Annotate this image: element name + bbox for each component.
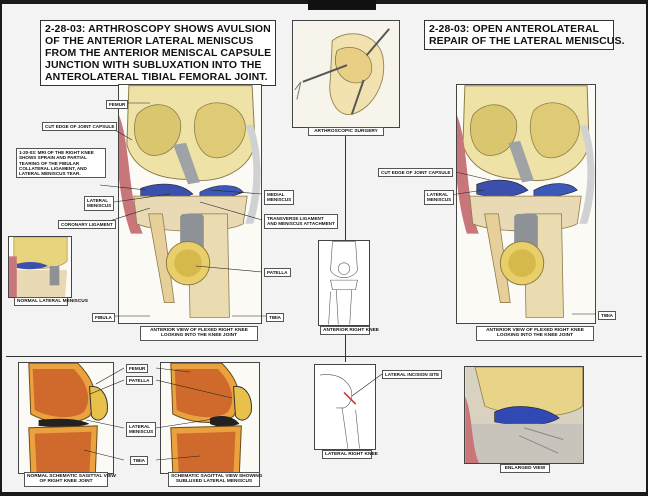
- label-text: LATERAL: [427, 192, 449, 197]
- mri-note-box: 1-20-03: MRI OF THE RIGHT KNEE SHOWS SPR…: [16, 148, 106, 179]
- enlarged-view-illustration: [464, 366, 584, 464]
- caption-text: ENLARGED VIEW: [504, 466, 546, 471]
- caption-text: ANTERIOR VIEW OF FLEXED RIGHT KNEE: [150, 328, 248, 333]
- left-title-line: ANTEROLATERAL TIBIAL FEMORAL JOINT.: [45, 71, 268, 83]
- label-text: PATELLA: [267, 270, 288, 275]
- label-text: PATELLA: [129, 378, 150, 383]
- caption-text: NORMAL SCHEMATIC SAGITTAL VIEW: [27, 474, 116, 479]
- right-anterior-view-caption: ANTERIOR VIEW OF FLEXED RIGHT KNEE LOOKI…: [476, 326, 594, 341]
- label-text: LATERAL: [129, 424, 151, 429]
- label-text: TRANSVERSE LIGAMENT: [267, 216, 324, 221]
- anterior-right-knee-sketch: [318, 240, 370, 326]
- horizontal-connector-line: [6, 356, 642, 357]
- label-text: 1-20-03: MRI OF THE RIGHT KNEE: [19, 150, 94, 155]
- lateral-meniscus-sagittal-label: LATERAL MENISCUS: [126, 422, 157, 437]
- label-text: TEARING OF THE FIBULAR: [19, 160, 80, 166]
- tibia-label-left: TIBIA: [266, 313, 284, 323]
- label-text: LATERAL INCISION SITE: [385, 372, 440, 377]
- patella-sagittal-label: PATELLA: [126, 376, 153, 386]
- center-connector-line: [345, 330, 346, 362]
- normal-lateral-meniscus-caption: NORMAL LATERAL MENISCUS: [14, 297, 88, 307]
- left-title-line: OF THE ANTERIOR LATERAL MENISCUS: [45, 35, 254, 47]
- lateral-incision-site-label: LATERAL INCISION SITE: [382, 370, 443, 380]
- enlarged-view-caption: ENLARGED VIEW: [500, 464, 550, 474]
- label-text: TIBIA: [269, 315, 281, 320]
- label-text: CORONARY LIGAMENT: [61, 222, 113, 227]
- lateral-meniscus-label: LATERAL MENISCUS: [84, 196, 115, 211]
- left-title-box: 2-28-03: ARTHROSCOPY SHOWS AVULSION OF T…: [40, 20, 276, 86]
- center-connector-line: [345, 132, 346, 240]
- subluxed-sagittal-caption: SCHEMATIC SAGITTAL VIEW SHOWING SUBLUXED…: [168, 472, 263, 487]
- arthroscopic-surgery-illustration: [292, 20, 400, 128]
- right-title-line: REPAIR OF THE LATERAL MENISCUS.: [429, 35, 625, 47]
- label-text: AND MENISCUS ATTACHMENT: [267, 221, 335, 227]
- cut-edge-capsule-right-label: CUT EDGE OF JOINT CAPSULE: [378, 168, 454, 178]
- caption-text: ANTERIOR RIGHT KNEE: [323, 328, 379, 333]
- label-text: MENISCUS: [427, 197, 452, 203]
- left-title-line: JUNCTION WITH SUBLUXATION INTO THE: [45, 59, 262, 71]
- fibula-label: FIBULA: [92, 313, 115, 323]
- label-text: MENISCUS: [129, 429, 154, 435]
- femur-label: FEMUR: [106, 100, 129, 110]
- left-knee-anterior-illustration: [118, 84, 262, 324]
- hanger-tab: [308, 0, 376, 10]
- caption-text: ARTHROSCOPIC SURGERY: [314, 129, 378, 134]
- normal-sagittal-illustration: [18, 362, 114, 474]
- caption-text: LOOKING INTO THE KNEE JOINT: [496, 333, 574, 339]
- femur-sagittal-label: FEMUR: [126, 364, 149, 374]
- caption-text: LATERAL RIGHT KNEE: [325, 452, 378, 457]
- anterior-right-knee-caption: ANTERIOR RIGHT KNEE: [320, 326, 379, 336]
- lateral-right-knee-caption: LATERAL RIGHT KNEE: [322, 450, 378, 460]
- caption-text: LOOKING INTO THE KNEE JOINT: [160, 333, 238, 339]
- label-text: TIBIA: [601, 313, 613, 318]
- left-title-line: 2-28-03: ARTHROSCOPY SHOWS AVULSION: [45, 23, 271, 35]
- label-text: MEDIAL: [267, 192, 285, 197]
- right-knee-anterior-illustration: [456, 84, 596, 324]
- caption-text: SUBLUXED LATERAL MENISCUS: [175, 479, 253, 485]
- caption-text: ANTERIOR VIEW OF FLEXED RIGHT KNEE: [486, 328, 584, 333]
- left-title-line: FROM THE ANTERIOR MENISCAL CAPSULE: [45, 47, 272, 59]
- transverse-ligament-label: TRANSVERSE LIGAMENT AND MENISCUS ATTACHM…: [264, 214, 338, 229]
- label-text: MENISCUS: [267, 197, 292, 203]
- label-text: COLLATERAL LIGAMENT, AND: [19, 165, 87, 171]
- tibia-label-right: TIBIA: [598, 311, 616, 321]
- left-anterior-view-caption: ANTERIOR VIEW OF FLEXED RIGHT KNEE LOOKI…: [140, 326, 258, 341]
- label-text: FEMUR: [109, 102, 126, 107]
- subluxed-sagittal-illustration: [160, 362, 260, 474]
- label-text: CUT EDGE OF JOINT CAPSULE: [45, 124, 115, 129]
- label-text: MENISCUS: [87, 203, 112, 209]
- lateral-right-knee-sketch: [314, 364, 376, 450]
- label-text: CUT EDGE OF JOINT CAPSULE: [381, 170, 451, 175]
- patella-label: PATELLA: [264, 268, 291, 278]
- label-text: FEMUR: [129, 366, 146, 371]
- right-title-box: 2-28-03: OPEN ANTEROLATERAL REPAIR OF TH…: [424, 20, 625, 50]
- caption-text: SCHEMATIC SAGITTAL VIEW SHOWING: [171, 474, 263, 479]
- coronary-ligament-label: CORONARY LIGAMENT: [58, 220, 116, 230]
- tibia-sagittal-label: TIBIA: [130, 456, 148, 466]
- label-text: FIBULA: [95, 315, 112, 320]
- right-title-line: 2-28-03: OPEN ANTEROLATERAL: [429, 23, 600, 35]
- cut-edge-capsule-label: CUT EDGE OF JOINT CAPSULE: [42, 122, 118, 132]
- label-text: LATERAL MENISCUS TEAR.: [19, 171, 81, 177]
- lateral-meniscus-right-label: LATERAL MENISCUS: [424, 190, 455, 205]
- caption-text: NORMAL LATERAL MENISCUS: [17, 299, 88, 304]
- label-text: LATERAL: [87, 198, 109, 203]
- label-text: TIBIA: [133, 458, 145, 463]
- arthroscopic-surgery-caption: ARTHROSCOPIC SURGERY: [308, 127, 384, 137]
- caption-text: OF RIGHT KNEE JOINT: [39, 479, 93, 485]
- medial-meniscus-label: MEDIAL MENISCUS: [264, 190, 295, 205]
- normal-lateral-meniscus-illustration: [8, 236, 72, 298]
- label-text: SHOWS SPRAIN AND PARTIAL: [19, 155, 87, 161]
- normal-sagittal-caption: NORMAL SCHEMATIC SAGITTAL VIEW OF RIGHT …: [24, 472, 116, 487]
